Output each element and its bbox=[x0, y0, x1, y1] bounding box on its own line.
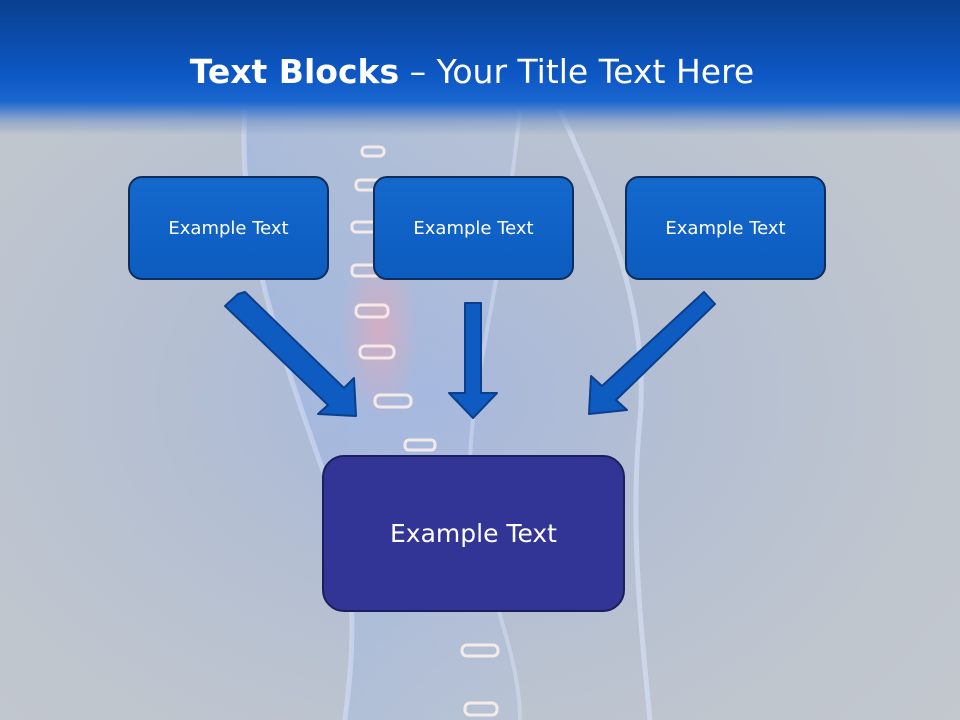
text-block-bottom[interactable]: Example Text bbox=[322, 455, 625, 612]
text-block-right-label: Example Text bbox=[665, 217, 786, 239]
arrow-left-icon bbox=[224, 291, 357, 417]
slide-title-dash: – bbox=[399, 52, 437, 91]
text-block-right[interactable]: Example Text bbox=[625, 176, 826, 280]
arrow-right-icon bbox=[588, 291, 716, 415]
slide-title-rest: Your Title Text Here bbox=[436, 52, 755, 91]
slide-title: Text Blocks – Your Title Text Here bbox=[0, 52, 944, 91]
text-block-left-label: Example Text bbox=[168, 217, 289, 239]
text-block-bottom-label: Example Text bbox=[390, 519, 557, 548]
text-block-center[interactable]: Example Text bbox=[373, 176, 574, 280]
header-bar bbox=[0, 0, 960, 135]
text-block-left[interactable]: Example Text bbox=[128, 176, 329, 280]
slide-title-bold: Text Blocks bbox=[189, 52, 400, 91]
arrow-down-icon bbox=[448, 302, 498, 419]
text-block-center-label: Example Text bbox=[413, 217, 534, 239]
